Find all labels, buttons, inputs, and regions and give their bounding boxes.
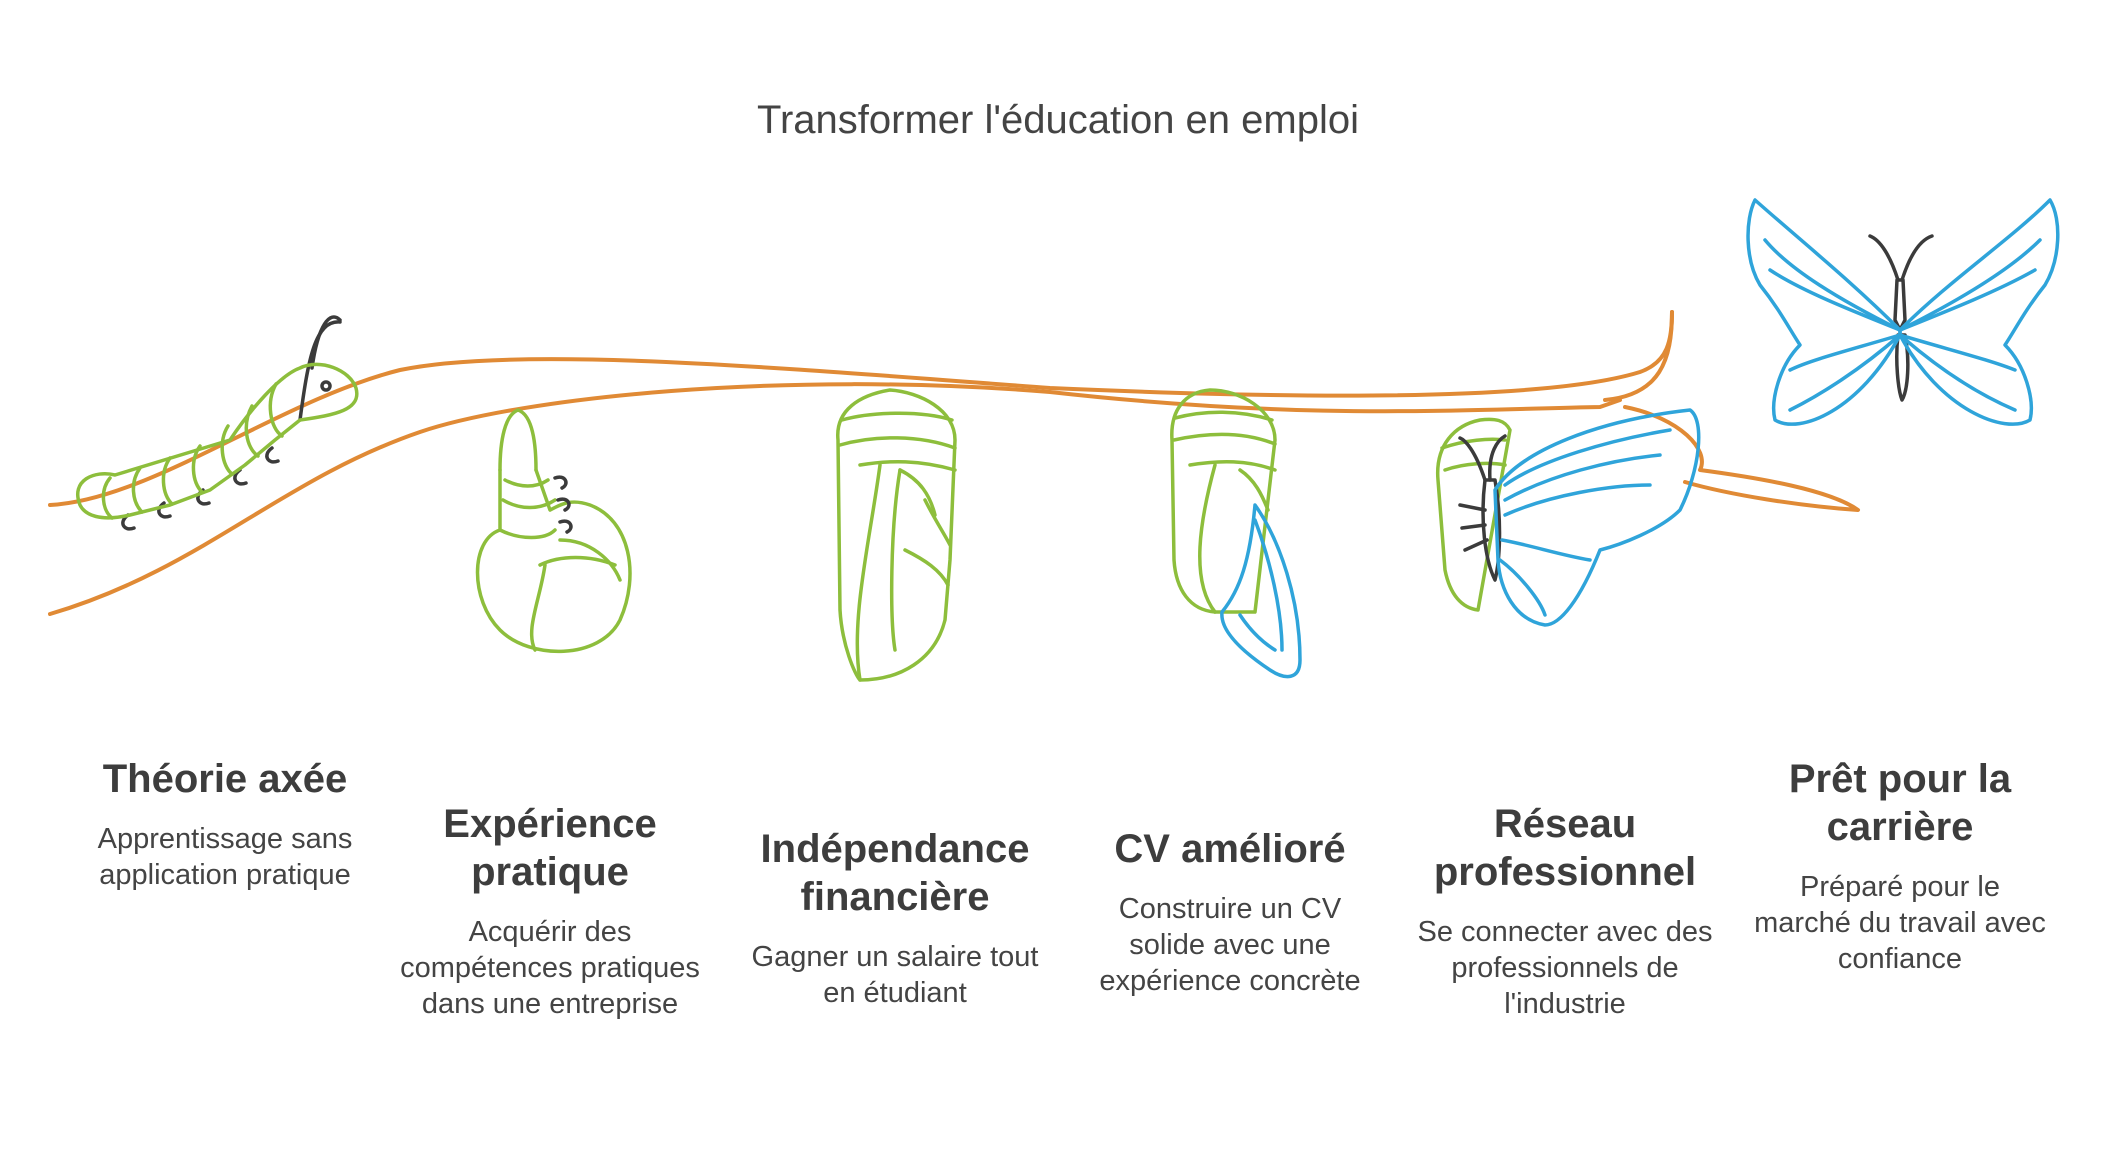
caterpillar-icon — [76, 315, 359, 531]
chrysalis-with-wing-icon — [1170, 388, 1302, 679]
stage-carriere: Prêt pour la carrière Préparé pour le ma… — [1750, 755, 2050, 977]
stage-theorie: Théorie axée Apprentissage sans applicat… — [75, 755, 375, 893]
stage-description: Acquérir des compétences pratiques dans … — [400, 916, 700, 1020]
stage-title: Expérience pratique — [443, 802, 657, 894]
stage-title: Réseau professionnel — [1433, 802, 1697, 894]
emerging-butterfly-icon — [1436, 408, 1701, 627]
stage-title: Indépendance financière — [760, 827, 1030, 919]
stage-reseau: Réseau professionnel Se connecter avec d… — [1415, 800, 1715, 1022]
stage-title: Prêt pour la carrière — [1788, 757, 2012, 849]
butterfly-icon — [1746, 198, 2060, 426]
stage-cv: CV amélioré Construire un CV solide avec… — [1080, 825, 1380, 999]
stage-description: Construire un CV solide avec une expérie… — [1099, 893, 1361, 997]
branch-icon — [48, 310, 1860, 616]
stage-description: Préparé pour le marché du travail avec c… — [1754, 871, 2046, 975]
stage-description: Apprentissage sans application pratique — [97, 823, 353, 891]
curled-caterpillar-icon — [475, 408, 632, 654]
stage-experience: Expérience pratique Acquérir des compéte… — [400, 800, 700, 1022]
stage-description: Gagner un salaire tout en étudiant — [751, 941, 1039, 1009]
chrysalis-icon — [836, 388, 957, 682]
stage-title: CV amélioré — [1114, 827, 1346, 871]
stage-title: Théorie axée — [102, 757, 348, 801]
page-title: Transformer l'éducation en emploi — [757, 98, 1359, 142]
stage-independance: Indépendance financière Gagner un salair… — [745, 825, 1045, 1011]
stage-description: Se connecter avec des professionnels de … — [1417, 916, 1713, 1020]
